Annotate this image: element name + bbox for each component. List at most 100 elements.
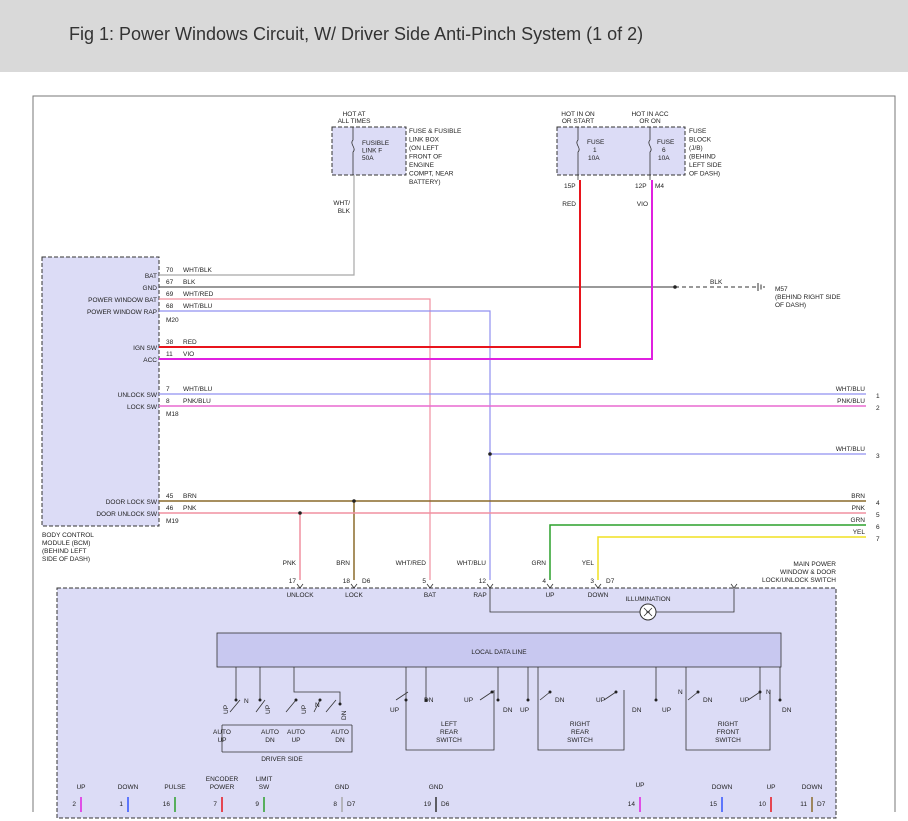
top-pin-name-bat: BAT [424, 592, 436, 599]
wire-grn [549, 524, 866, 580]
figure-title: Fig 1: Power Windows Circuit, W/ Driver … [69, 24, 644, 44]
right-color-3: WHT/BLU [836, 446, 866, 453]
top-pin-17: 17 [289, 578, 297, 585]
bottom-label-gnd-2: GND [429, 784, 444, 791]
bottom-label-gnd-1: GND [335, 784, 350, 791]
ground-wire-color: BLK [710, 279, 723, 286]
bcm-pinnum-8: 8 [166, 398, 170, 405]
bottom-pin-11: 11 [800, 801, 807, 808]
wire-wht-red [159, 298, 431, 580]
bottom-pin-14: 14 [628, 801, 636, 808]
rr-up-bot: UP [520, 707, 529, 714]
bcm-box [41, 256, 160, 527]
wire-wht-blu-rap [159, 310, 491, 580]
top-wire-pnk: PNK [283, 560, 297, 567]
right-color-6: GRN [851, 517, 866, 524]
lr-up-bot: UP [390, 707, 399, 714]
bcm-pinnum-46: 46 [166, 505, 174, 512]
right-color-2: PNK/BLU [837, 398, 865, 405]
right-color-4: BRN [851, 493, 865, 500]
bottom-pin-9: 9 [255, 801, 259, 808]
right-color-7: YEL [853, 529, 866, 536]
rf-dn-bot: DN [782, 707, 792, 714]
top-wire-grn: GRN [532, 560, 547, 567]
bcm-wirecolor-8: PNK/BLU [183, 398, 211, 405]
bottom-label-up-2: UP [635, 782, 644, 789]
top-wire-yel: YEL [582, 560, 595, 567]
bcm-pin-gnd: GND [143, 285, 158, 292]
lr-up-top: UP [464, 697, 473, 704]
wire-wht-blk [159, 175, 355, 276]
sw-label-up-3: UP [301, 705, 308, 714]
bcm-pinnum-7: 7 [166, 386, 170, 393]
fuse1-symbol [576, 127, 580, 180]
bcm-pinnum-68: 68 [166, 303, 174, 310]
connector-d6-top: D6 [362, 578, 371, 585]
illumination-bulb-arrows [643, 607, 653, 617]
sw-label-n-1: N [244, 698, 249, 705]
bcm-pinnum-11: 11 [166, 351, 173, 358]
sw-label-up-1: UP [223, 705, 230, 714]
lr-dn-bot: DN [503, 707, 513, 714]
wire-vio-acc [159, 180, 653, 360]
bcm-wirecolor-38: RED [183, 339, 197, 346]
wht-blk-top-label: WHT/BLK [333, 200, 350, 215]
bottom-label-up-3: UP [766, 784, 775, 791]
top-pin-name-lock: LOCK [345, 592, 363, 599]
fuse-block-box [556, 126, 686, 176]
fusible-link-symbol [351, 127, 355, 175]
top-pin-5: 5 [422, 578, 426, 585]
top-pin-name-unlock: UNLOCK [286, 592, 314, 599]
rf-n-1: N [678, 689, 683, 696]
right-color-1: WHT/BLU [836, 386, 866, 393]
bcm-wirecolor-70: WHT/BLK [183, 267, 213, 274]
bottom-pin-19: 19 [424, 801, 432, 808]
fuse6-symbol [648, 127, 652, 180]
bcm-wirecolor-68: WHT/BLU [183, 303, 213, 310]
right-num-2: 2 [876, 405, 880, 412]
rf-n-2: N [766, 689, 771, 696]
bottom-pin-10: 10 [759, 801, 767, 808]
top-wire-brn: BRN [336, 560, 350, 567]
right-num-4: 4 [876, 500, 880, 507]
top-pin-name-up: UP [545, 592, 554, 599]
bcm-pinnum-67: 67 [166, 279, 174, 286]
rf-up-bot: UP [662, 707, 671, 714]
sw-label-up-2: UP [265, 705, 272, 714]
bottom-pin-2: 2 [72, 801, 76, 808]
lr-dn-top: DN [424, 697, 434, 704]
top-pin-name-rap: RAP [473, 592, 486, 599]
bcm-wirecolor-7: WHT/BLU [183, 386, 213, 393]
connector-15p: 15P [564, 183, 576, 190]
bottom-label-down-2: DOWN [712, 784, 733, 791]
rf-dn-top: DN [703, 697, 713, 704]
bcm-wirecolor-46: PNK [183, 505, 197, 512]
right-num-3: 3 [876, 453, 880, 460]
bottom-label-pulse: PULSE [164, 784, 186, 791]
connector-m18: M18 [166, 411, 179, 418]
red-top-label: RED [562, 201, 576, 208]
vio-top-label: VIO [637, 201, 648, 208]
rr-up-top: UP [596, 697, 605, 704]
bcm-pinnum-69: 69 [166, 291, 174, 298]
top-wire-wht-red: WHT/RED [396, 560, 427, 567]
top-pin-name-down: DOWN [588, 592, 609, 599]
connector-d7-bottom-a: D7 [347, 801, 356, 808]
junction-wht-blu [488, 452, 492, 456]
right-side-labels: WHT/BLU 1 PNK/BLU 2 WHT/BLU 3 BRN 4 PNK … [836, 386, 880, 543]
